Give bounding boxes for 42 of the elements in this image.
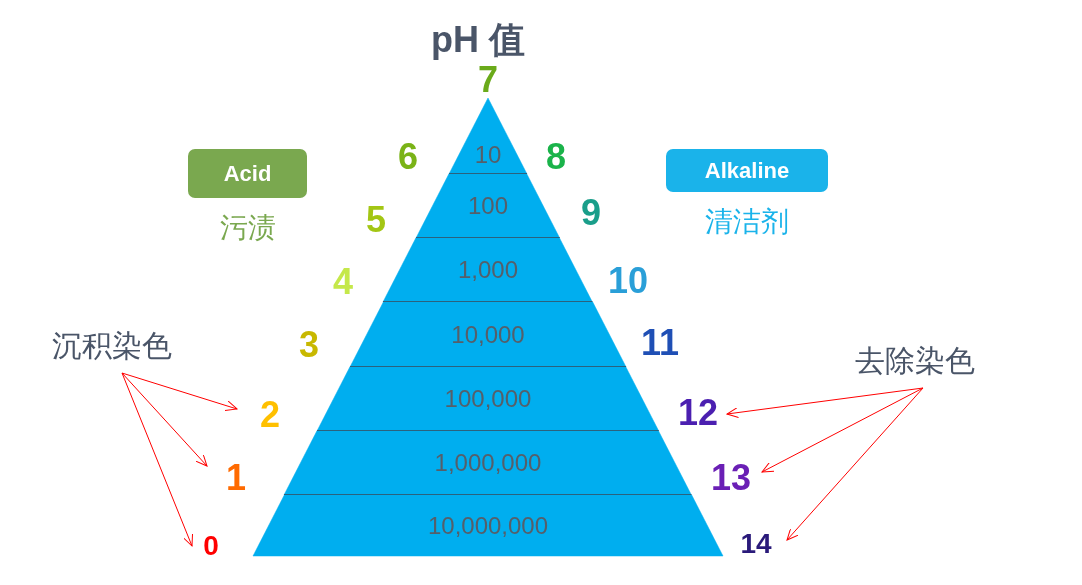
category-caption: 污渍 — [219, 212, 276, 244]
annotation-text: 沉积染色 — [52, 328, 172, 362]
category-badge: Alkaline — [666, 149, 828, 192]
ph-number: 6 — [398, 139, 418, 175]
pyramid-band — [284, 431, 692, 495]
band-value: 1,000,000 — [434, 449, 542, 477]
ph-number: 10 — [608, 263, 648, 299]
title: pH 值 — [431, 17, 525, 62]
leader-arrow — [726, 387, 924, 418]
pyramid-band — [349, 302, 626, 367]
leader-arrow — [121, 372, 208, 467]
pyramid-band — [383, 238, 593, 302]
annotation-text: 去除染色 — [855, 343, 975, 377]
pyramid-band — [317, 367, 659, 431]
band-value: 100,000 — [444, 385, 532, 413]
ph-number: 2 — [260, 397, 280, 433]
ph-number: 8 — [546, 139, 566, 175]
band-value: 10,000 — [451, 320, 525, 349]
ph-number: 11 — [640, 325, 680, 361]
leader-arrow — [786, 387, 924, 541]
ph-number: 7 — [478, 62, 498, 98]
pyramid-band — [416, 174, 560, 238]
ph-number: 4 — [333, 264, 353, 300]
band-value: 10 — [474, 141, 502, 169]
leader-arrow — [761, 387, 924, 473]
ph-number: 14 — [740, 530, 772, 558]
band-value: 1,000 — [457, 256, 518, 284]
leader-arrow — [121, 372, 193, 547]
pyramid-band — [449, 98, 527, 174]
pyramid-band — [253, 495, 723, 556]
band-value: 10,000,000 — [427, 511, 549, 540]
ph-number: 5 — [366, 202, 386, 238]
category-badge: Acid — [188, 149, 307, 198]
ph-number: 9 — [581, 195, 601, 231]
band-value: 100 — [467, 192, 508, 220]
ph-number: 12 — [678, 395, 718, 431]
ph-number: 0 — [203, 532, 219, 560]
leader-arrow — [121, 372, 238, 411]
ph-number: 13 — [711, 460, 751, 496]
ph-number: 3 — [299, 327, 319, 363]
ph-number: 1 — [226, 460, 246, 496]
category-caption: 清洁剂 — [705, 206, 789, 238]
